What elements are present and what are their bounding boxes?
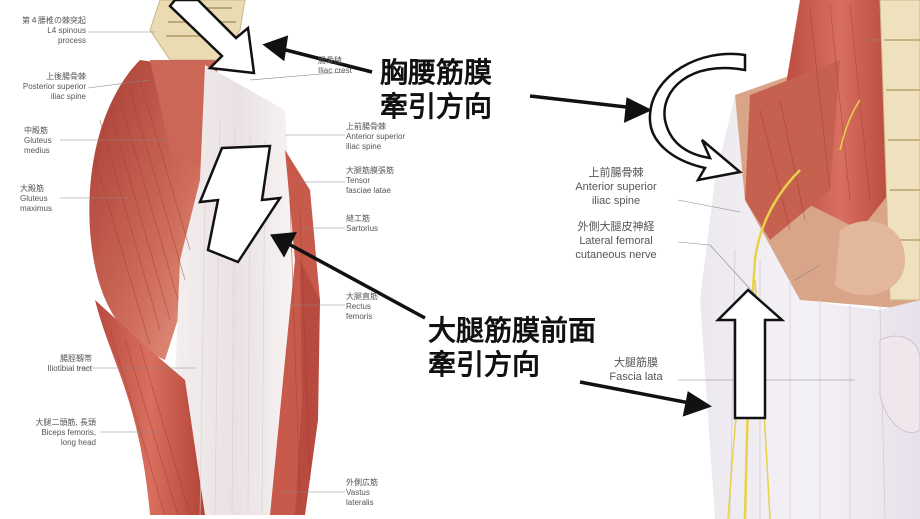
fascia-hollow-arrow-left (198, 144, 283, 264)
label-gluteus-medius: 中殿筋 Gluteus medius (24, 126, 52, 155)
annotation-fascia-lata-front: 大腿筋膜前面 牽引方向 (428, 314, 597, 381)
curved-hollow-arrow (648, 52, 747, 182)
label-vastus-lateralis: 外側広筋 Vastus lateralis (346, 478, 378, 507)
annotation-pointer-arrows (262, 35, 713, 417)
label-iliac-crest: 腸骨稜 Iliac crest (318, 56, 352, 75)
label-anterior-superior-iliac-spine-right: 上前腸骨棘 Anterior superior iliac spine (575, 167, 657, 207)
fascia-hollow-arrow-right (714, 288, 786, 420)
right-hip-figure (700, 0, 920, 519)
label-iliotibial-tract: 腸脛靱帯 Iliotibial tract (47, 354, 92, 373)
label-gluteus-maximus: 大殿筋 Gluteus maximus (20, 184, 53, 213)
left-leader-lines (60, 31, 195, 433)
label-rectus-femoris: 大腿直筋 Rectus femoris (346, 292, 378, 321)
left-thigh-figure (89, 0, 320, 516)
label-tensor-fasciae-latae: 大腿筋膜張筋 Tensor fasciae latae (346, 166, 394, 195)
label-sartorius: 縫工筋 Sartorius (346, 214, 379, 233)
label-posterior-superior-iliac-spine: 上後腸骨棘 Posterior superior iliac spine (22, 72, 86, 101)
mid-leader-lines (249, 71, 346, 493)
label-l4-spinous: 第４腰椎の棘突起 L4 spinous process (22, 16, 86, 45)
label-biceps-femoris: 大腿二頭筋, 長頭 Biceps femoris, long head (35, 418, 96, 447)
label-lateral-femoral-cutaneous-nerve: 外側大腿皮神経 Lateral femoral cutaneous nerve (575, 221, 657, 261)
right-leader-lines (677, 39, 880, 381)
label-fascia-lata: 大腿筋膜 Fascia lata (609, 357, 663, 383)
label-anterior-superior-iliac-spine-mid: 上前腸骨棘 Anterior superior iliac spine (346, 122, 406, 151)
annotation-thoracolumbar-fascia: 胸腰筋膜 牽引方向 (380, 56, 493, 123)
thoracolumbar-hollow-arrow (168, 0, 256, 75)
